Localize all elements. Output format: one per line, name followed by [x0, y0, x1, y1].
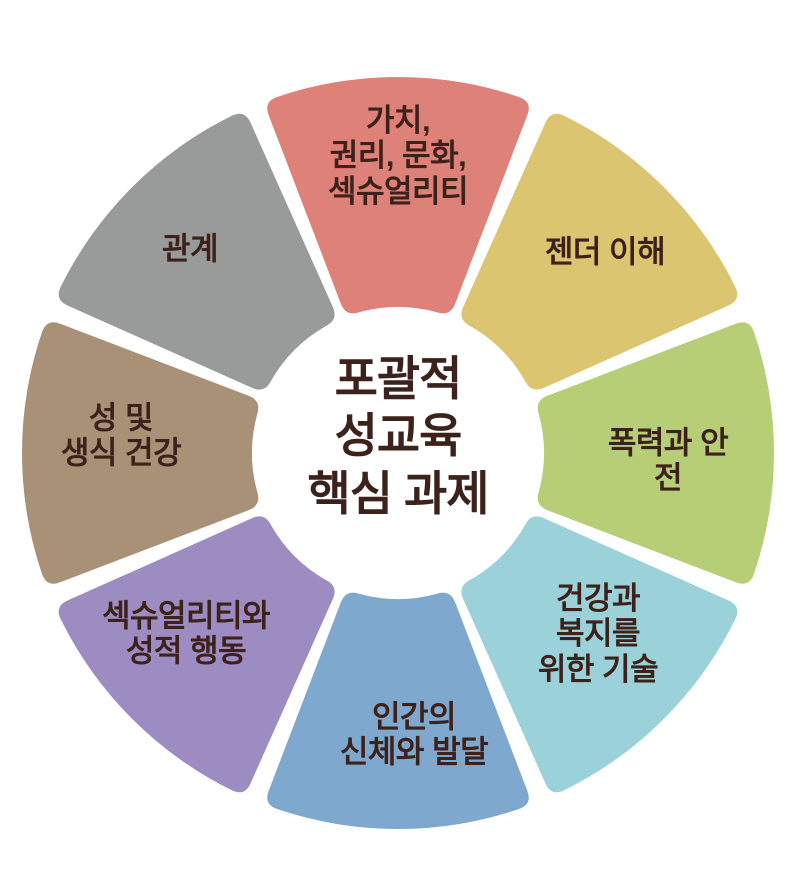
wheel-segment-relationships[interactable]: [58, 113, 335, 390]
diagram-center-title: 포괄적 성교육 핵심 과제: [307, 352, 489, 520]
wheel-segment-gender-understanding[interactable]: [461, 113, 738, 390]
segment-label-skills-for-health-wellbeing[interactable]: 건강과 복지를 위한 기술: [537, 581, 659, 687]
wheel-segment-sexual-reproductive-health[interactable]: [22, 322, 259, 584]
segment-label-sexual-reproductive-health[interactable]: 성 및 생식 건강: [60, 400, 182, 471]
wheel-segment-human-body-and-development[interactable]: [267, 592, 529, 829]
segment-label-human-body-and-development[interactable]: 인간의 신체와 발달: [339, 699, 489, 770]
wheel-segment-sexuality-and-sexual-behavior[interactable]: [58, 516, 335, 793]
wheel-segment-violence-and-safety[interactable]: [537, 322, 774, 584]
segment-label-violence-and-safety[interactable]: 폭력과 안전: [607, 425, 729, 496]
segment-label-gender-understanding[interactable]: 젠더 이해: [544, 234, 666, 270]
wheel-segment-skills-for-health-wellbeing[interactable]: [461, 516, 738, 793]
wheel-segment-values-rights-culture-sexuality[interactable]: [267, 77, 529, 314]
segment-label-sexuality-and-sexual-behavior[interactable]: 섹슈얼리티와 성적 행동: [101, 598, 271, 669]
segment-label-relationships[interactable]: 관계: [161, 231, 219, 267]
segment-label-values-rights-culture-sexuality[interactable]: 가치, 권리, 문화, 섹슈얼리티: [327, 103, 469, 209]
